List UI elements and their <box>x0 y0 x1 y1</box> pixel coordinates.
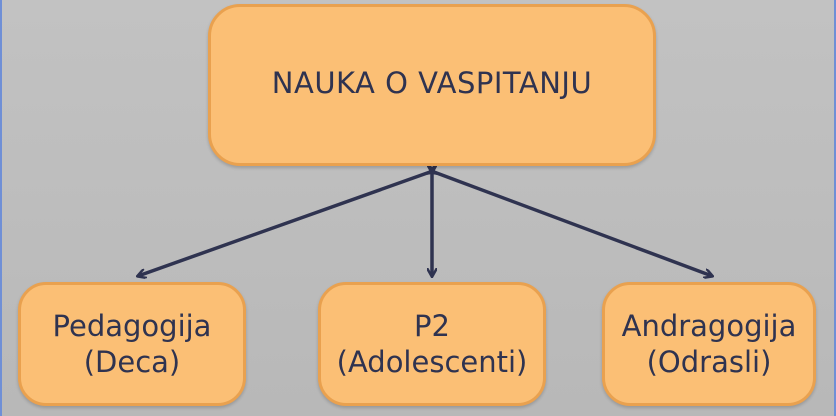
child-node-label: Pedagogija <box>52 309 212 343</box>
child-node-sublabel: (Deca) <box>83 345 181 379</box>
arrow-to-andragogija <box>434 172 712 276</box>
arrow-to-pedagogija <box>138 172 430 276</box>
root-node: NAUKA O VASPITANJU <box>208 4 656 166</box>
child-node-p2: P2 (Adolescenti) <box>318 282 546 406</box>
child-node-andragogija: Andragogija (Odrasli) <box>602 282 816 406</box>
child-node-label: Andragogija <box>621 309 797 343</box>
child-node-label: P2 <box>414 309 450 343</box>
root-node-label: NAUKA O VASPITANJU <box>271 65 593 100</box>
child-node-pedagogija: Pedagogija (Deca) <box>18 282 246 406</box>
child-node-sublabel: (Adolescenti) <box>336 345 528 379</box>
child-node-sublabel: (Odrasli) <box>646 345 772 379</box>
